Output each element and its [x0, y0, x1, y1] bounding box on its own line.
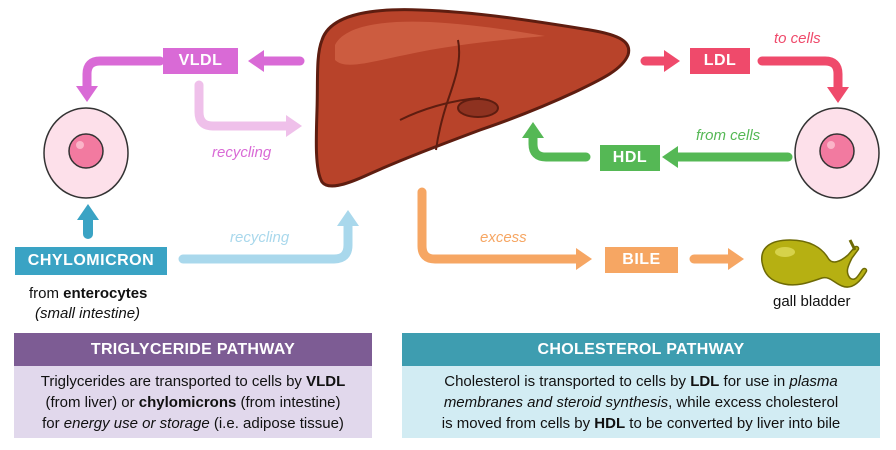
arrow-bile-to-gall-head: [728, 248, 744, 270]
chol-hdl-bold: HDL: [594, 414, 626, 432]
chol-ldl-bold: LDL: [690, 372, 720, 390]
arrow-vldl-to-cell: [82, 56, 165, 93]
left-cell-nucleus: [68, 133, 104, 169]
trig-text: for: [42, 414, 64, 432]
bile-tag: BILE: [605, 247, 678, 273]
gall-bladder-illustration: [761, 239, 868, 288]
chol-text: , while excess cholesterol: [668, 393, 839, 411]
trig-line-2: (from liver) or chylomicrons (from intes…: [45, 392, 340, 413]
liver-gallbladder-notch: [457, 98, 499, 118]
vldl-recycling-label: recycling: [212, 144, 272, 161]
trig-text: Triglycerides are transported to cells b…: [40, 372, 307, 390]
hdl-tag: HDL: [600, 145, 660, 171]
chol-membranes-italic: membranes and steroid synthesis: [443, 393, 669, 411]
cholesterol-panel-body: Cholesterol is transported to cells by L…: [402, 366, 880, 438]
arrow-vldl-recycling: [194, 80, 291, 131]
chylomicron-tag: CHYLOMICRON: [15, 247, 167, 275]
trig-line-3: for energy use or storage (i.e. adipose …: [42, 413, 344, 434]
right-cell-shine: [827, 141, 835, 149]
trig-energy-italic: energy use or storage: [63, 414, 210, 432]
arrow-hdl-to-liver: [528, 133, 591, 162]
source-line: from enterocytes: [29, 285, 147, 302]
vldl-arrows: [76, 50, 305, 137]
trig-line-1: Triglycerides are transported to cells b…: [41, 371, 346, 392]
source-sub: (small intestine): [35, 305, 141, 322]
trig-chylo-bold: chylomicrons: [138, 393, 237, 411]
liver-highlight: [335, 21, 545, 65]
arrow-ldl-to-cell: [757, 56, 843, 93]
bile-arrows: [417, 187, 744, 270]
chol-text: Cholesterol is transported to cells by: [444, 372, 691, 390]
to-cells-label: to cells: [774, 30, 821, 47]
arrow-vldl-to-cell-head: [76, 86, 98, 102]
arrow-ldl-to-cell-head: [827, 87, 849, 103]
hdl-arrows: [522, 122, 793, 168]
trig-vldl-bold: VLDL: [306, 372, 346, 390]
arrow-chylo-to-cell-head: [77, 204, 99, 220]
gall-shine: [775, 247, 795, 257]
liver-ligament: [435, 39, 461, 151]
chylo-recycling-label: recycling: [230, 229, 290, 246]
arrow-chylo-recycling: [178, 221, 353, 264]
trig-text: (i.e. adipose tissue): [209, 414, 344, 432]
ldl-tag: LDL: [690, 48, 750, 74]
left-cell-shine: [76, 141, 84, 149]
trig-text: (from liver) or: [45, 393, 139, 411]
triglyceride-panel-title: TRIGLYCERIDE PATHWAY: [14, 333, 372, 366]
chol-line-3: is moved from cells by HDL to be convert…: [442, 413, 841, 434]
arrow-vldl-recycling-head: [286, 115, 302, 137]
gall-bladder-label: gall bladder: [773, 293, 851, 310]
arrow-cell-to-hdl-head: [662, 146, 678, 168]
chylo-arrows: [77, 204, 359, 264]
ldl-arrows: [640, 50, 849, 103]
gall-bladder-shape: [761, 239, 868, 288]
arrow-liver-to-ldl-head: [664, 50, 680, 72]
arrow-hdl-to-liver-head: [522, 122, 544, 138]
arrow-liver-to-vldl-head: [248, 50, 264, 72]
right-cell-illustration: [794, 107, 880, 199]
arrow-liver-excess-head: [576, 248, 592, 270]
source-prefix: from: [29, 285, 64, 302]
excess-label: excess: [480, 229, 527, 246]
chol-text: to be converted by liver into bile: [625, 414, 841, 432]
chol-text: is moved from cells by: [441, 414, 595, 432]
arrow-chylo-recycling-head: [337, 210, 359, 226]
trig-text: (from intestine): [236, 393, 341, 411]
gall-duct: [848, 239, 857, 251]
chol-plasma-italic: plasma: [789, 372, 838, 390]
liver-illustration: [314, 8, 631, 188]
right-cell-nucleus: [819, 133, 855, 169]
arrow-liver-excess: [417, 187, 581, 264]
triglyceride-panel-body: Triglycerides are transported to cells b…: [14, 366, 372, 438]
from-cells-label: from cells: [696, 127, 761, 144]
chol-line-1: Cholesterol is transported to cells by L…: [444, 371, 838, 392]
source-enterocytes: enterocytes: [63, 285, 148, 302]
cholesterol-panel-title: CHOLESTEROL PATHWAY: [402, 333, 880, 366]
vldl-tag: VLDL: [163, 48, 238, 74]
chol-line-2: membranes and steroid synthesis, while e…: [444, 392, 838, 413]
chol-text: for use in: [719, 372, 790, 390]
left-cell-illustration: [43, 107, 129, 199]
